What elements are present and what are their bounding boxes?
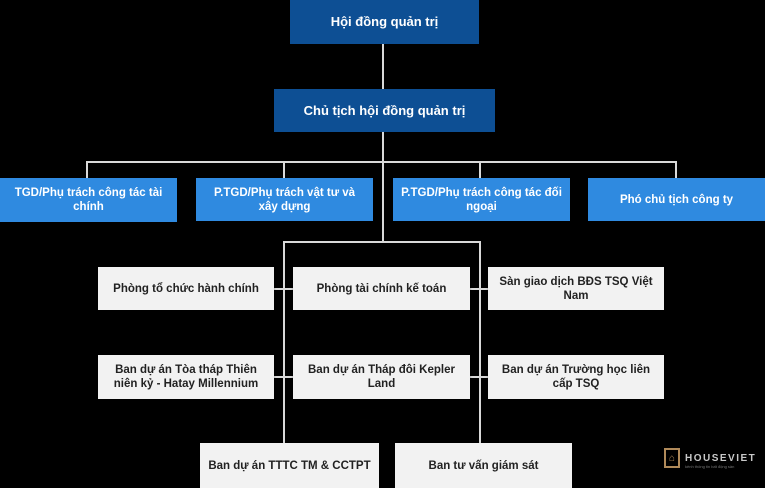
connector-line	[675, 161, 677, 178]
connector-line	[479, 241, 481, 443]
connector-line	[382, 132, 384, 242]
connector-line	[86, 161, 677, 163]
executive-box: P.TGD/Phụ trách công tác đối ngoại	[393, 178, 570, 221]
connector-line	[274, 288, 293, 290]
executive-box: P.TGD/Phụ trách vật tư và xây dựng	[196, 178, 373, 221]
executive-box: Phó chủ tịch công ty	[588, 178, 765, 221]
connector-line	[86, 161, 88, 178]
department-box: Sàn giao dịch BĐS TSQ Việt Nam	[488, 267, 664, 310]
house-logo-icon: ⌂	[664, 448, 680, 468]
board-box: Hội đồng quản trị	[290, 0, 479, 44]
connector-line	[382, 44, 384, 89]
executive-box: TGD/Phụ trách công tác tài chính	[0, 178, 177, 222]
watermark-brand: HOUSEVIET	[685, 452, 757, 464]
connector-line	[479, 161, 481, 178]
connector-line	[470, 288, 488, 290]
connector-line	[283, 241, 481, 243]
department-box: Ban dự án Tòa tháp Thiên niên kỷ - Hatay…	[98, 355, 274, 399]
department-box: Ban dự án Trường học liên cấp TSQ	[488, 355, 664, 399]
connector-line	[283, 241, 285, 443]
department-box: Phòng tài chính kế toán	[293, 267, 470, 310]
connector-line	[274, 376, 293, 378]
watermark: ⌂ HOUSEVIET kênh thông tin bất động sản	[664, 448, 757, 469]
department-box: Ban dự án Tháp đôi Kepler Land	[293, 355, 470, 399]
connector-line	[283, 161, 285, 178]
connector-line	[470, 376, 488, 378]
watermark-tagline: kênh thông tin bất động sản	[685, 464, 735, 469]
department-box: Ban tư vấn giám sát	[395, 443, 572, 488]
department-box: Phòng tổ chức hành chính	[98, 267, 274, 310]
department-box: Ban dự án TTTC TM & CCTPT	[200, 443, 379, 488]
chairman-box: Chủ tịch hội đồng quản trị	[274, 89, 495, 132]
